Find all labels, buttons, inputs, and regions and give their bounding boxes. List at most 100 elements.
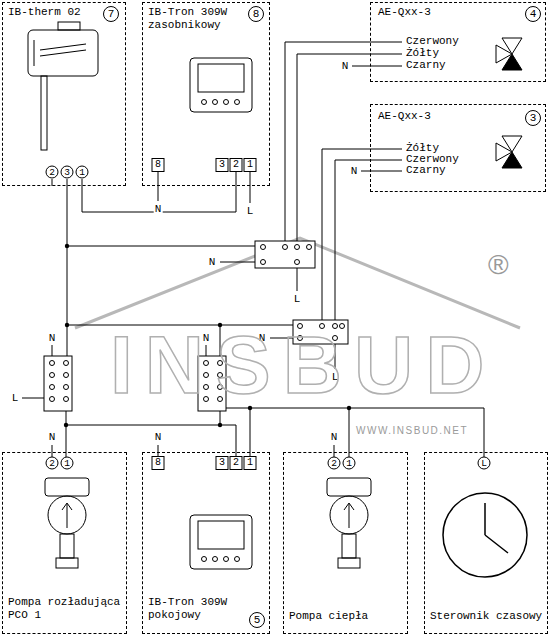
controller-screen xyxy=(198,521,244,549)
terminal-screw xyxy=(64,373,69,378)
valve-side xyxy=(496,143,512,161)
terminal-screw xyxy=(64,361,69,366)
callout-number: 3 xyxy=(525,110,541,126)
device-box: AE-Qxx-33ŻółtyCzerwonyCzarny xyxy=(370,104,546,192)
wire xyxy=(67,179,68,356)
thermostat-body xyxy=(28,30,98,76)
controller-screen xyxy=(198,64,244,92)
pump-icon xyxy=(45,478,89,568)
controller-button xyxy=(202,100,207,105)
wire xyxy=(334,445,335,457)
terminal-number: 2 xyxy=(230,456,243,470)
wire xyxy=(349,408,484,452)
terminal-number: 2 xyxy=(230,158,243,172)
wire xyxy=(361,171,402,172)
callout-number: 7 xyxy=(103,6,119,22)
controller-button xyxy=(224,100,229,105)
terminal-number: 2 xyxy=(328,457,341,470)
valve-symbol xyxy=(496,38,522,70)
device-box: IB-therm 027231 xyxy=(2,2,126,186)
wire xyxy=(335,160,402,320)
device-name: Pompa rozładująca PCO 1 xyxy=(8,596,124,622)
wire-junction xyxy=(218,423,222,427)
pump-housing xyxy=(330,496,368,534)
wire xyxy=(352,66,402,67)
terminal-number: 1 xyxy=(61,457,74,470)
device-box: IB-Tron 309W pokojowy83215 xyxy=(142,452,270,634)
controller-button xyxy=(213,100,218,105)
wire xyxy=(285,42,402,241)
controller-icon xyxy=(190,58,252,112)
terminal-screw xyxy=(307,245,312,250)
terminal-screw xyxy=(261,260,266,265)
pump-pipe xyxy=(60,534,74,558)
callout-number: 8 xyxy=(248,6,264,22)
controller-button xyxy=(202,557,207,562)
thermostat-probe xyxy=(41,76,47,150)
thermostat-icon xyxy=(28,22,98,150)
device-name: Pompa ciepła xyxy=(289,610,368,623)
wire xyxy=(297,268,298,291)
clock-hands xyxy=(485,503,508,553)
wire-junction xyxy=(65,244,69,248)
pump-terminal-box xyxy=(45,478,89,496)
terminal-screw xyxy=(283,245,288,250)
watermark-url: WWW.INSBUD.NET xyxy=(356,424,468,437)
controller-icon xyxy=(190,515,252,569)
terminal-block xyxy=(44,356,72,411)
terminal-number: 1 xyxy=(76,166,89,179)
watermark: INSBUD xyxy=(110,318,496,412)
terminal-screw xyxy=(50,373,55,378)
wire xyxy=(220,262,255,263)
controller-body xyxy=(190,58,252,112)
terminal-number: 3 xyxy=(61,166,74,179)
wire xyxy=(250,172,251,203)
wire-label: L xyxy=(293,293,302,306)
device-name: AE-Qxx-3 xyxy=(378,110,431,123)
terminal-number: 8 xyxy=(152,158,165,172)
clock-icon xyxy=(443,493,527,577)
terminal-screw xyxy=(295,245,300,250)
callout-number: 4 xyxy=(525,6,541,22)
device-box: Sterownik czasowyL xyxy=(424,452,548,634)
terminal-number: 3 xyxy=(216,158,229,172)
wire xyxy=(297,54,402,241)
device-name: AE-Qxx-3 xyxy=(378,6,431,19)
wire-colour: Czerwony xyxy=(406,35,459,48)
wire xyxy=(52,179,53,186)
terminal-number: 3 xyxy=(216,456,229,470)
thermostat-knob xyxy=(58,22,80,30)
wire-colour: Czarny xyxy=(406,59,446,72)
clock-face xyxy=(443,493,527,577)
callout-number: 5 xyxy=(249,612,265,628)
terminal-block xyxy=(44,356,72,411)
terminal-number: 2 xyxy=(46,166,59,179)
wire-junction xyxy=(65,323,69,327)
device-name: IB-Tron 309W pokojowy xyxy=(148,596,238,622)
terminal-number: 8 xyxy=(152,456,165,470)
wire xyxy=(52,445,53,457)
controller-body xyxy=(190,515,252,569)
pump-nut xyxy=(338,558,360,568)
valve-symbol xyxy=(496,136,522,168)
registered-mark: ® xyxy=(488,250,509,280)
controller-button xyxy=(224,557,229,562)
terminal-number: 1 xyxy=(244,158,257,172)
terminal-block xyxy=(255,241,315,268)
controller-button xyxy=(213,557,218,562)
wire-label: N xyxy=(48,332,57,345)
pump-terminal-box xyxy=(327,478,371,496)
terminal-screw xyxy=(50,361,55,366)
terminal-number: 1 xyxy=(343,457,356,470)
wire-label: N xyxy=(341,60,350,73)
wire xyxy=(322,149,402,320)
terminal-block xyxy=(255,241,315,268)
wire-label: N xyxy=(154,203,163,216)
pump-nut xyxy=(56,558,78,568)
terminal-screw xyxy=(261,245,266,250)
pump-housing xyxy=(48,496,86,534)
pump-arrow xyxy=(62,503,72,528)
device-name: IB-Tron 309W zasobnikowy xyxy=(148,6,238,32)
terminal-screw xyxy=(295,260,300,265)
valve-side xyxy=(496,45,512,63)
